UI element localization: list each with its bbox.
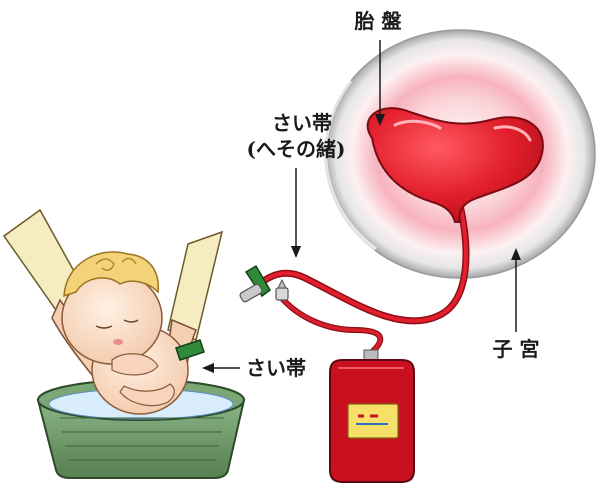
placenta-label: 胎 盤 <box>354 9 403 33</box>
umbilical-cord-label-line1: さい帯 <box>272 111 332 135</box>
uterus-label: 子 宮 <box>493 337 540 361</box>
blood-bag-icon <box>330 350 414 482</box>
baby-cord-label: さい帯 <box>246 356 306 380</box>
bag-label <box>348 404 398 438</box>
collection-tube <box>280 296 380 352</box>
umbilical-cord-label-line2: (へその緒) <box>247 137 346 161</box>
